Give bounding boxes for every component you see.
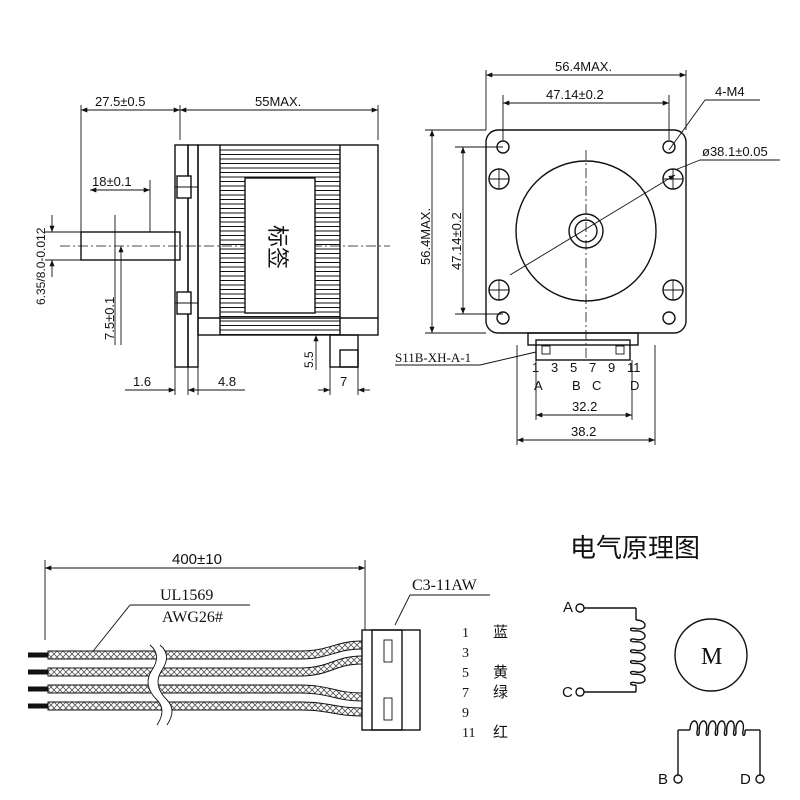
harness-wire [28,640,363,660]
connector-part: S11B-XH-A-1 [395,350,471,365]
pin-row-color: 红 [493,723,508,741]
mounting-hole-tl [488,140,510,190]
terminal-b: B [658,771,668,788]
pin-letter: C [592,378,601,393]
terminal-a: A [563,599,573,616]
pin-letter: D [630,378,639,393]
pin-row-color: 蓝 [493,623,508,641]
dim-flat-offset: 7.5±0.1 [102,297,117,340]
pin-row-number: 1 [462,626,469,641]
dim-conn-h: 5.5 [302,351,316,368]
pin-number: 7 [589,360,596,375]
dim-flat-length: 18±0.1 [92,174,132,189]
pin-number: 3 [551,360,558,375]
pin-letter: A [534,378,543,393]
harness-wires [28,640,363,717]
front-view: 56.4MAX. 47.14±0.2 4-M4 ø38.1±0.05 56.4M… [395,59,780,445]
pin-letter: B [572,378,581,393]
dim-hole-spacing: 47.14±0.2 [546,87,604,102]
dim-shaft-length: 27.5±0.5 [95,94,146,109]
label-area-text: 标签 [265,225,290,269]
dim-body-length: 55MAX. [255,94,301,109]
dim-shaft-dia: 6.35/8.0-0.012 [34,227,48,305]
dim-max-width: 56.4MAX. [555,59,612,74]
dim-pilot: ø38.1±0.05 [702,144,768,159]
side-view: 27.5±0.5 55MAX. 18±0.1 6.35/8.0-0.012 7.… [34,94,390,395]
dim-boss: 1.6 [133,374,151,389]
dim-hole-spacing-v: 47.14±0.2 [449,212,464,270]
harness-wire [28,701,363,717]
electrical-schematic: 电气原理图 M A C B D [562,534,765,788]
terminal-d: D [740,771,751,788]
dim-harness-length: 400±10 [172,551,222,568]
dim-conn-w: 7 [340,374,347,389]
dim-screws: 4-M4 [715,84,745,99]
pin-row-number: 11 [462,726,475,741]
pin-number: 5 [570,360,577,375]
mounting-hole-bl [488,279,510,325]
pin-row: 3 [462,646,469,661]
schematic-title: 电气原理图 [570,534,700,564]
pin-row-number: 7 [462,686,469,701]
pin-row-color: 黄 [493,663,508,681]
mounting-hole-br [662,279,684,325]
pin-row-number: 9 [462,706,469,721]
pin-row-color: 绿 [493,683,508,701]
connector-housing: C3-11AW [412,577,478,594]
pin-row: 11 红 [462,723,508,741]
pin-row: 9 [462,706,469,721]
pin-number: 9 [608,360,615,375]
dim-conn-width: 38.2 [571,424,596,439]
pin-row-number: 5 [462,666,469,681]
wire-gauge: AWG26# [162,609,223,626]
dim-pin-span: 32.2 [572,399,597,414]
pin-number: 11 [627,360,641,375]
dim-flange: 4.8 [218,374,236,389]
pin-row-number: 3 [462,646,469,661]
terminal-c: C [562,684,573,701]
mounting-hole-tr [662,140,684,190]
harness-wire [28,684,363,702]
cable-type: UL1569 [160,587,213,604]
motor-symbol: M [701,644,722,670]
dim-max-height: 56.4MAX. [418,208,433,265]
